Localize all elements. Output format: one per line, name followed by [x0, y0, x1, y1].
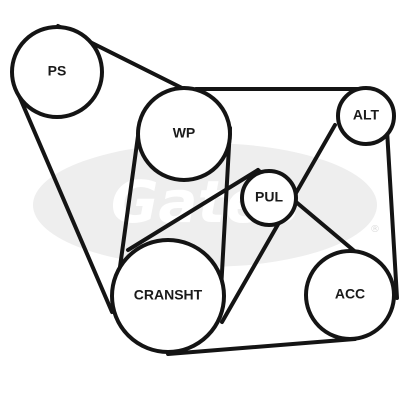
- pulley-ps: PS: [10, 25, 104, 119]
- pulley-wp: WP: [136, 86, 232, 182]
- pulley-ps-label: PS: [48, 63, 67, 79]
- belt-segment-crank-pul: [126, 168, 260, 252]
- pulley-alt: ALT: [336, 86, 396, 146]
- pulley-pul-label: PUL: [255, 189, 283, 205]
- belt-segment-wp-right: [219, 126, 232, 292]
- pulley-acc-label: ACC: [335, 286, 365, 302]
- belt-segment-crank-acc: [166, 337, 357, 356]
- pulley-alt-label: ALT: [353, 107, 380, 123]
- pulley-cransht: CRANSHT: [110, 238, 226, 354]
- pulley-cransht-label: CRANSHT: [134, 287, 203, 303]
- belt-segment-ps-left: [12, 82, 114, 314]
- watermark-registered-mark: ®: [370, 224, 380, 235]
- pulley-pul: PUL: [240, 169, 298, 227]
- pulley-acc: ACC: [304, 249, 396, 341]
- belt-segment-alt-acc: [385, 128, 399, 300]
- pulley-wp-label: WP: [173, 125, 196, 141]
